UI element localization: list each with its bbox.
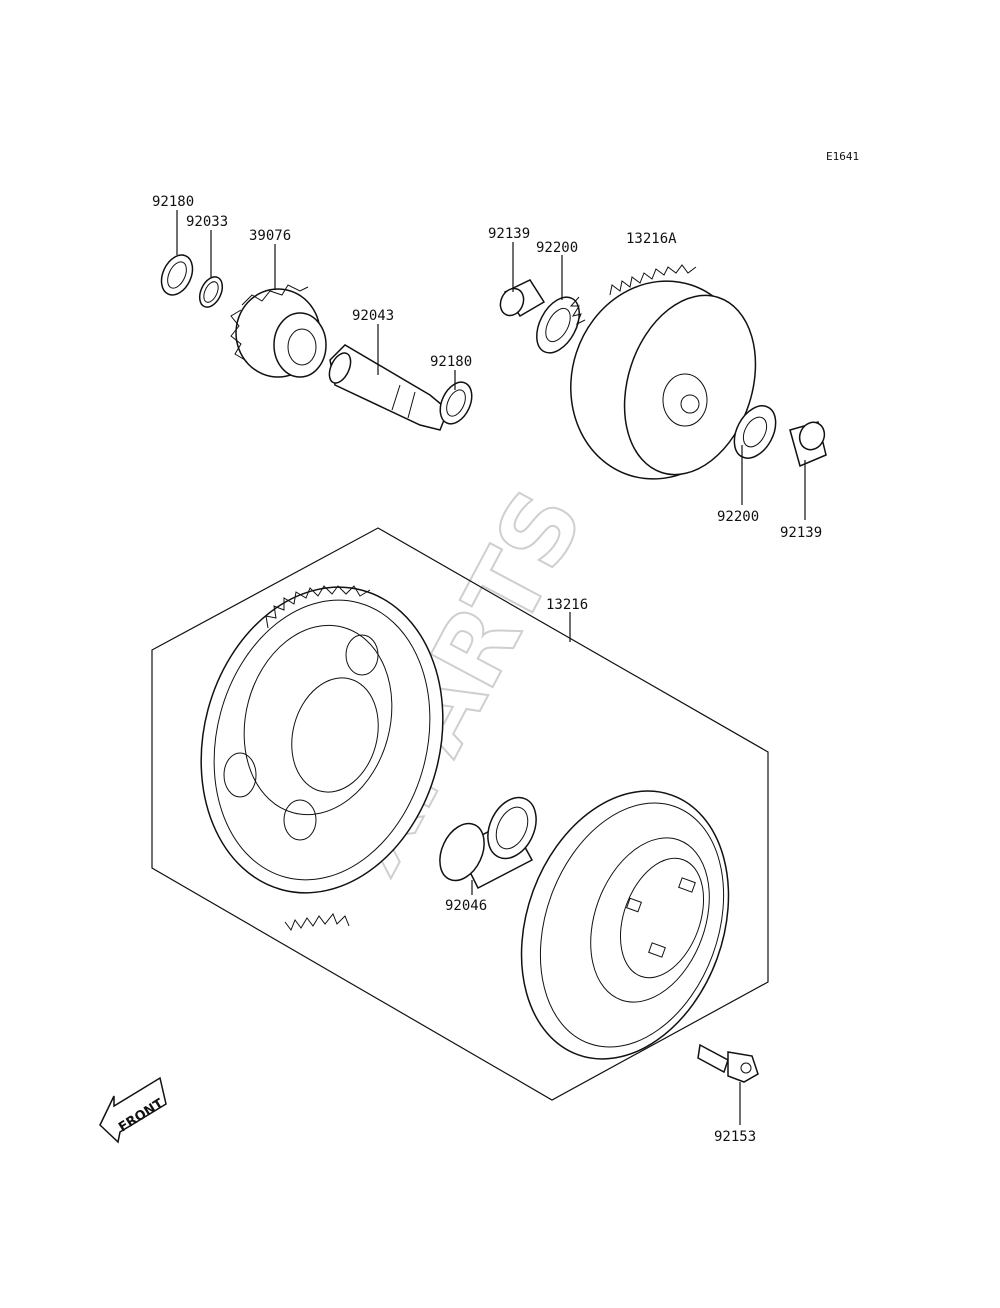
diagram-code: E1641	[826, 150, 859, 163]
one-way-clutch[interactable]	[486, 762, 765, 1088]
idle-gear-13216A[interactable]	[545, 258, 777, 503]
washer-92200-left[interactable]	[528, 290, 588, 360]
front-arrow-icon: FRONT	[99, 1076, 167, 1144]
label-13216A: 13216A	[626, 231, 677, 247]
label-92180-shaft: 92180	[430, 354, 472, 370]
collar-92139-left[interactable]	[496, 279, 546, 319]
washer-92180-shaft-end[interactable]	[434, 377, 478, 429]
bolt-92153[interactable]	[697, 1043, 759, 1083]
label-39076: 39076	[249, 228, 291, 244]
label-92139-right: 92139	[780, 525, 822, 541]
needle-bearing-92046[interactable]	[431, 790, 545, 890]
label-92200-left: 92200	[536, 240, 578, 256]
collar-92139-right[interactable]	[789, 418, 829, 468]
gear-39076[interactable]	[230, 284, 327, 378]
starter-clutch-gear[interactable]	[168, 560, 476, 932]
label-92139-left: 92139	[488, 226, 530, 242]
washer-92180-top-left[interactable]	[155, 250, 198, 300]
label-92033: 92033	[186, 214, 228, 230]
label-92046: 92046	[445, 898, 487, 914]
label-13216: 13216	[546, 597, 588, 613]
label-92153: 92153	[714, 1129, 756, 1145]
assembly-box-13216	[151, 527, 769, 1101]
leader-lines	[176, 210, 806, 1125]
circlip-92033[interactable]	[195, 273, 227, 310]
label-92200-right: 92200	[717, 509, 759, 525]
shaft-92043[interactable]	[325, 344, 449, 431]
label-92180-top-left: 92180	[152, 194, 194, 210]
label-92043: 92043	[352, 308, 394, 324]
